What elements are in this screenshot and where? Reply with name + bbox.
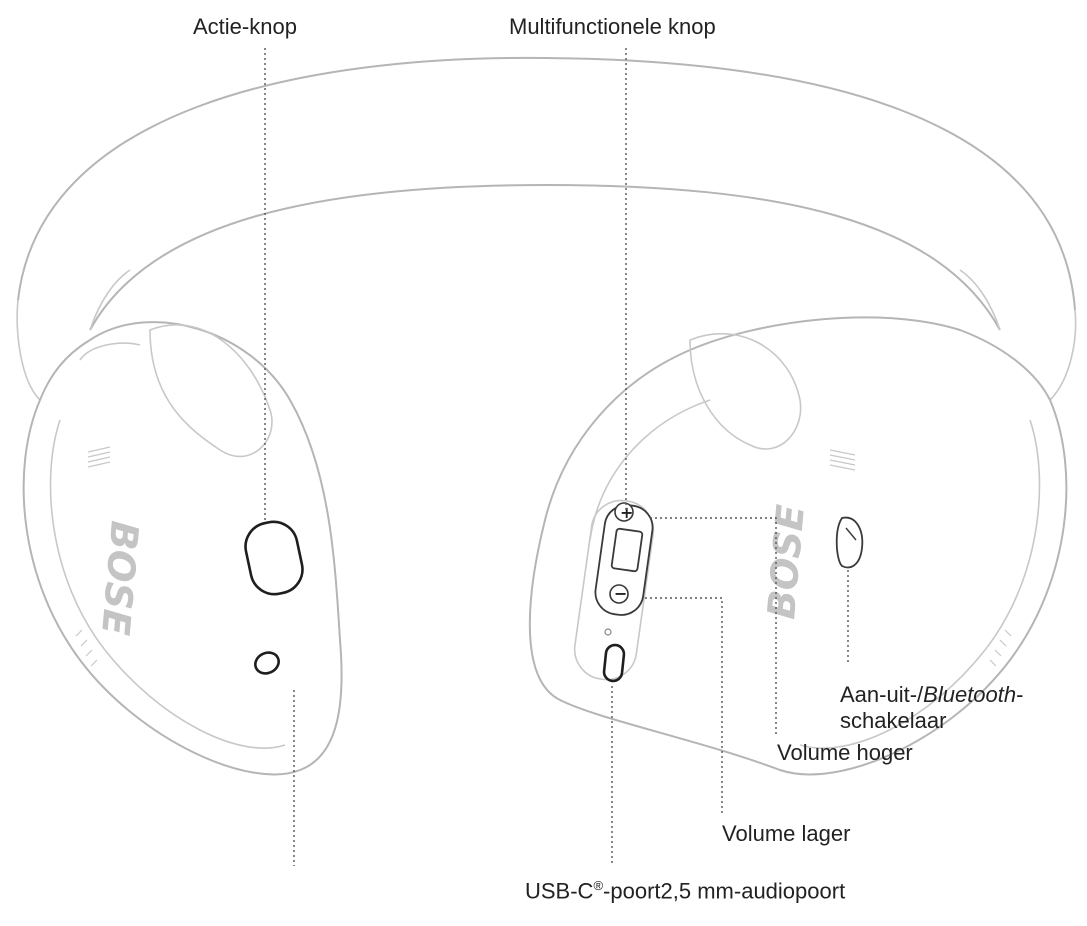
label-usb-suffix: -poort [603,878,661,904]
action-button-shape [244,520,304,596]
right-earcup-grille [829,449,856,471]
label-power-italic: Bluetooth [923,682,1017,707]
audio-port-shape [254,651,280,675]
minus-glyph: − [614,584,627,603]
label-audio-port: 2,5 mm-audiopoort [660,878,846,904]
leader-volume-down [645,597,723,815]
left-brand-text: BOSE [93,519,147,637]
label-volume-down: Volume lager [722,821,851,846]
right-earcup [528,316,1068,776]
volume-up-shape [614,502,634,522]
label-power-bluetooth-line2: schakelaar [840,708,947,733]
right-earcup-ticks [989,629,1012,667]
usb-c-port-shape [602,643,626,683]
plus-glyph: + [620,503,633,522]
leader-volume-up [650,517,777,734]
status-light [604,628,612,636]
label-usb-and-audio-port: USB-C®-poort2,5 mm-audiopoort [525,873,845,904]
label-multifunction-button: Multifunctionele knop [509,14,716,39]
left-earcup-ticks [75,629,98,667]
left-earcup [22,321,343,776]
label-power-suffix: - [1016,682,1024,707]
headband [16,56,1077,401]
leader-lines [264,48,849,866]
label-power-bluetooth-switch: Aan-uit-/Bluetooth- [840,682,1023,708]
control-strip [573,499,655,681]
power-switch-shape [835,516,864,569]
right-brand-text: BOSE [759,503,813,621]
label-volume-up: Volume hoger [777,740,913,765]
label-usb-mark: ® [593,878,604,893]
label-action-button: Actie-knop [193,14,297,39]
label-usb-prefix: USB-C [525,878,594,904]
left-earcup-grille [87,446,111,468]
volume-down-shape [609,584,629,604]
multifunction-button-shape [610,527,644,573]
label-power-prefix: Aan-uit-/ [840,682,924,707]
